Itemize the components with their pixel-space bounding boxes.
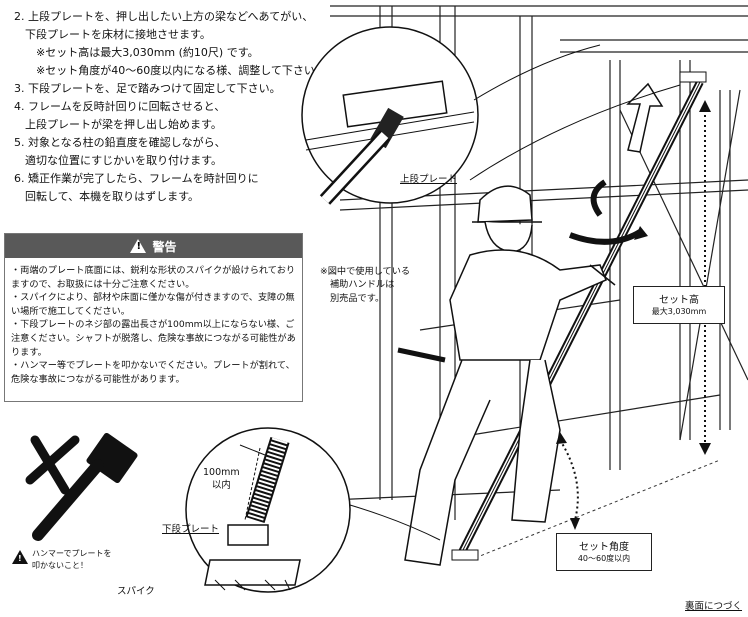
handle-note-line: ※図中で使用している [320, 266, 411, 277]
handle-note-line: 補助ハンドルは [330, 279, 395, 291]
set-angle-title: セット角度 [579, 542, 629, 553]
warning-triangle-icon: ! [130, 239, 147, 253]
rotate-arrow-icon [594, 182, 605, 215]
instruction-step: 下段プレートを床材に接地させます。 [25, 28, 211, 41]
hammer-note: ! ハンマーでプレートを 叩かないこと！ [12, 548, 112, 572]
instruction-step: ※セット高は最大3,030mm (約10尺) です。 [36, 46, 259, 59]
lower-plate-detail [186, 428, 440, 592]
instruction-step: 上段プレートが梁を押し出し始めます。 [25, 118, 222, 131]
instruction-step: 4. フレームを反時計回りに回転させると、 [14, 100, 226, 113]
set-angle-value: 40～60度以内 [577, 554, 631, 563]
hammer-note-line: ハンマーでプレートを [32, 549, 112, 558]
warning-header: ! 警告 [5, 234, 302, 258]
upper-plate-shape [680, 72, 706, 82]
instruction-step: 回転して、本機を取りはずします。 [25, 190, 200, 203]
floor-guide-line [470, 460, 720, 560]
warning-title: 警告 [152, 239, 177, 254]
direction-arrows [556, 84, 711, 530]
lower-plate-shape [452, 550, 478, 560]
worker-figure [398, 186, 615, 565]
instruction-step: ※セット角度が40～60度以内になる様、調整して下さい。 [36, 64, 326, 77]
warning-item: ・両端のプレート底面には、鋭利な形状のスパイクが設けられておりますので、お取扱に… [11, 265, 296, 290]
instruction-step: 5. 対象となる柱の鉛直度を確認しながら、 [14, 136, 226, 149]
warning-item: ・下段プレートのネジ部の露出長さが100mm以上にならない様、ご注意ください。シ… [11, 319, 296, 358]
set-angle-arc [560, 440, 578, 520]
caution-icon: ! [12, 550, 28, 564]
dimension-value: 100mm [203, 467, 240, 478]
instruction-steps: 2. 上段プレートを、押し出したい上方の梁などへあてがい、下段プレートを床材に接… [14, 8, 326, 206]
push-tool [452, 72, 706, 560]
upper-plate-label: 上段プレート [400, 174, 458, 185]
dimension-label: 100mm 以内 [203, 466, 240, 492]
warning-body: ・両端のプレート底面には、鋭利な形状のスパイクが設けられておりますので、お取扱に… [5, 258, 302, 386]
warning-item: ・スパイクにより、部材や床面に僅かな傷が付きますので、支障の無い場所で施工してく… [11, 292, 295, 317]
handle-note-line: 別売品です。 [330, 292, 385, 304]
hammer-warning-icon [30, 432, 138, 535]
upper-plate-detail [302, 27, 680, 203]
push-up-arrow-icon [628, 84, 662, 152]
set-height-title: セット高 [659, 295, 699, 306]
continue-label: 裏面につづく [685, 601, 743, 612]
set-height-value: 最大3,030mm [651, 307, 707, 316]
instruction-step: 適切な位置にすじかいを取り付けます。 [25, 154, 223, 167]
instruction-step: 6. 矯正作業が完了したら、フレームを時計回りに [14, 172, 259, 185]
instruction-step: 2. 上段プレートを、押し出したい上方の梁などへあてがい、 [14, 10, 314, 23]
spike-label: スパイク [117, 586, 155, 597]
instruction-step: 3. 下段プレートを、足で踏みつけて固定して下さい。 [14, 82, 281, 95]
warning-box: ! 警告 ・両端のプレート底面には、鋭利な形状のスパイクが設けられておりますので… [4, 233, 303, 402]
lower-plate-label: 下段プレート [162, 524, 220, 535]
handle-note: ※図中で使用している 補助ハンドルは 別売品です。 [320, 265, 410, 305]
dimension-within: 以内 [211, 480, 231, 491]
set-height-box: セット高 最大3,030mm [633, 286, 725, 324]
hammer-note-line: 叩かないこと！ [32, 561, 88, 570]
set-angle-box: セット角度 40～60度以内 [556, 533, 652, 571]
warning-item: ・ハンマー等でプレートを叩かないでください。プレートが割れて、危険な事故につなが… [11, 360, 295, 385]
